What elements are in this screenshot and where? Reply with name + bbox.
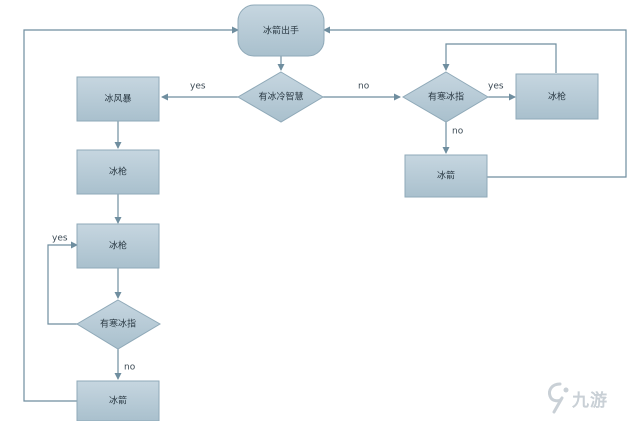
connectors: [23, 26, 627, 402]
left-finger-yes-label: yes: [52, 234, 68, 244]
decision-cold-wisdom: [237, 71, 324, 123]
watermark-logo-icon: [548, 382, 569, 414]
edge-right-frostbolt-return: [323, 26, 627, 178]
decision-left-cold-finger: [76, 299, 161, 350]
edge-right-lance-loop: [442, 43, 557, 73]
right-finger-no-label: no: [452, 127, 464, 137]
left-finger-no-label: no: [124, 363, 136, 373]
left-cold-finger-label: 有寒冰指: [100, 318, 136, 330]
frostbolt-right-label: 冰箭: [437, 170, 455, 182]
edge-left-frostbolt-return: [23, 26, 239, 402]
frostbolt-right-node: [404, 154, 488, 198]
watermark-text: 九游: [572, 391, 608, 411]
wisdom-yes-label: yes: [190, 82, 206, 92]
wisdom-no-label: no: [358, 82, 370, 92]
ice-lance-right-node: [515, 73, 599, 120]
ice-lance-right-label: 冰枪: [548, 91, 566, 103]
decision-right-cold-finger: [402, 71, 489, 123]
blizzard-node: [76, 76, 160, 122]
right-cold-finger-label: 有寒冰指: [428, 91, 464, 103]
cold-wisdom-label: 有冰冷智慧: [258, 91, 303, 103]
ice-lance-1-label: 冰枪: [109, 166, 127, 178]
start-label: 冰箭出手: [263, 25, 299, 37]
ice-lance-2-label: 冰枪: [109, 240, 127, 252]
edge-left-finger-yes: [47, 241, 80, 325]
ice-lance-1-node: [76, 149, 160, 195]
blizzard-label: 冰风暴: [104, 93, 131, 105]
ice-lance-2-node: [76, 223, 160, 269]
watermark: 九游: [544, 380, 628, 416]
frostbolt-left-node: [76, 380, 160, 421]
start-node: [237, 4, 325, 57]
right-finger-yes-label: yes: [488, 82, 504, 92]
frostbolt-left-label: 冰箭: [109, 395, 127, 407]
